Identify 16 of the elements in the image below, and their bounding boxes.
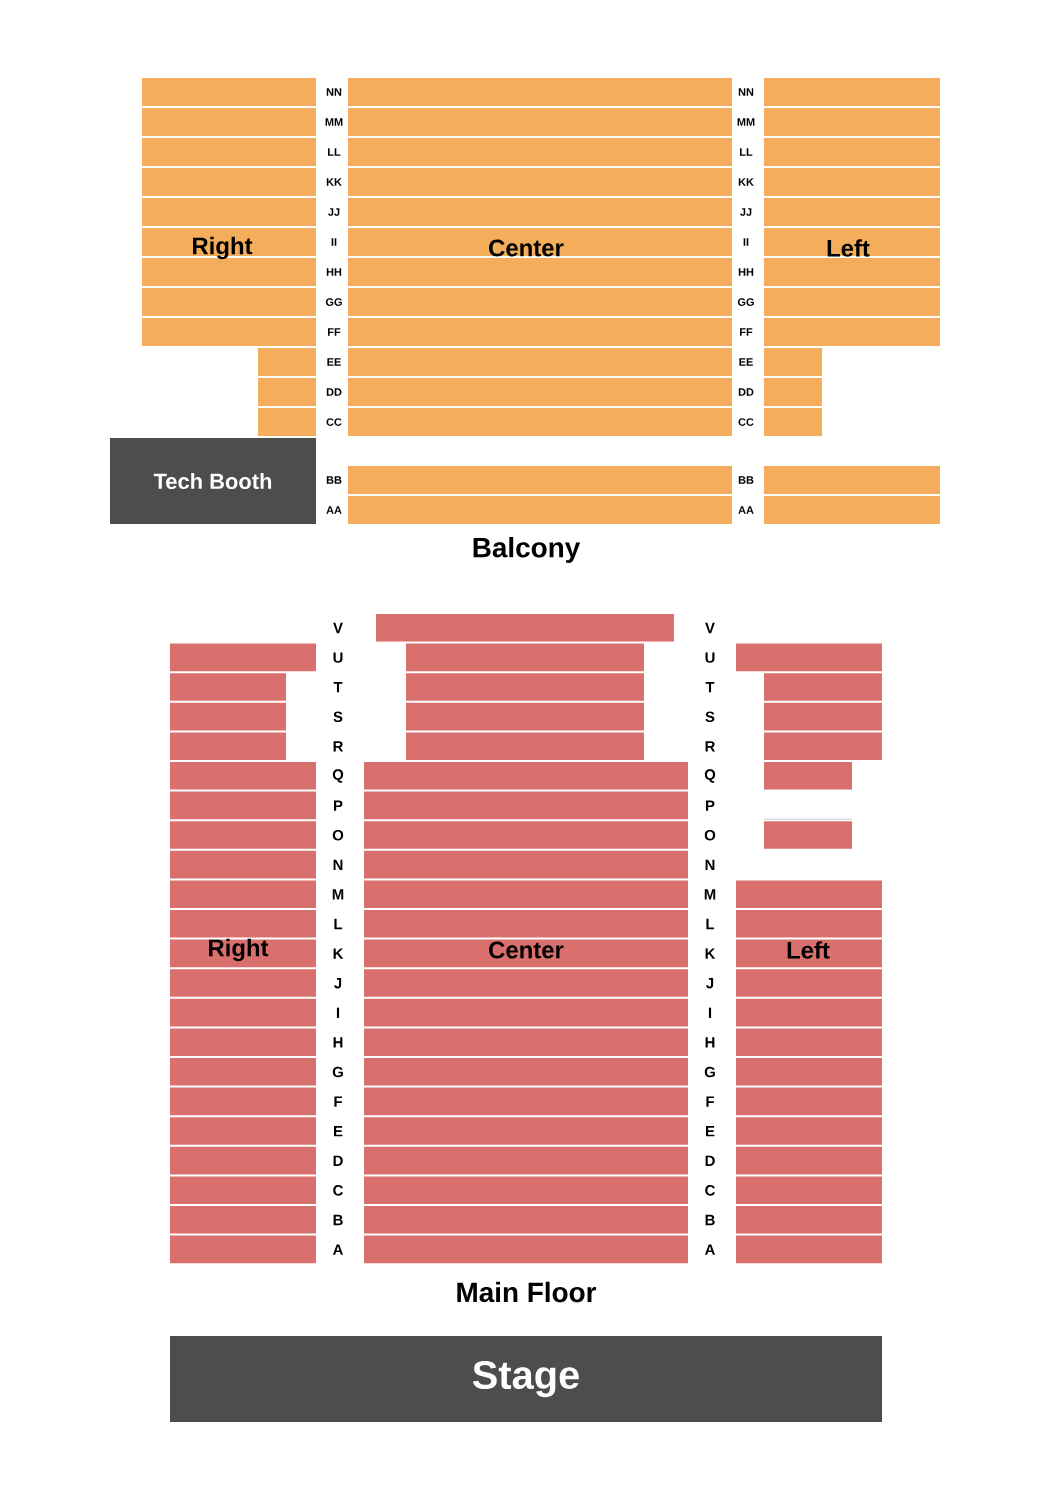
seating-section: Left xyxy=(764,78,940,524)
seating-section: Center xyxy=(364,614,688,1264)
seating-section: Center xyxy=(348,78,732,524)
seating-section: Right xyxy=(142,78,316,436)
seating-section: Right xyxy=(170,643,316,1264)
node-label: Right xyxy=(209,938,269,962)
stage-block: Stage xyxy=(170,1336,882,1422)
level-title: Main Floor xyxy=(457,1281,597,1303)
level-title: Balcony xyxy=(473,537,581,563)
booth-block: Tech Booth xyxy=(110,438,316,524)
node-label: Right xyxy=(193,236,253,260)
node-label: Center xyxy=(489,239,564,257)
seating-section: Left xyxy=(736,643,882,1264)
node-label: Left xyxy=(787,941,830,959)
node-label: Center xyxy=(489,941,564,959)
node-label: Left xyxy=(827,239,870,257)
